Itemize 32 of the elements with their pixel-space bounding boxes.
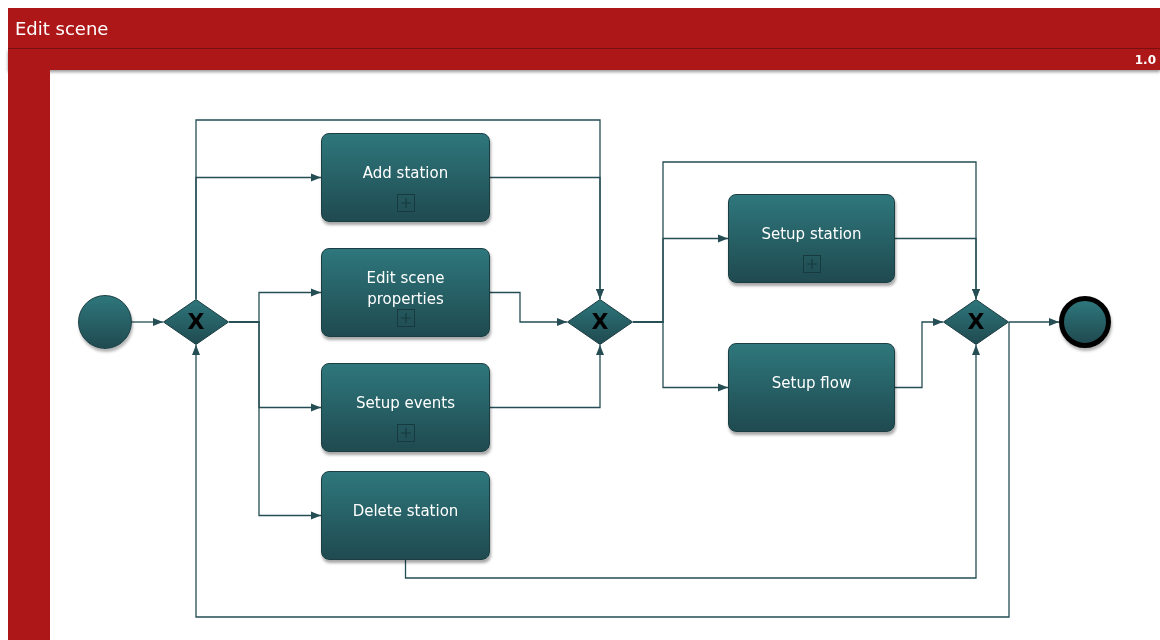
task-label: Setup flow <box>770 373 853 394</box>
task-label: Setup events <box>355 393 456 414</box>
task-box <box>728 194 895 283</box>
sequence-flow-arrow <box>489 344 605 409</box>
sequence-flow-arrow <box>131 317 164 327</box>
task-label: Add station <box>361 163 450 184</box>
task-box <box>321 133 490 222</box>
version-label: 1.0 <box>1134 52 1156 67</box>
diagram-title: Edit scene <box>15 17 109 39</box>
task-label: Setup station <box>760 224 863 245</box>
start-event-circle <box>78 295 132 349</box>
sequence-flow-arrow <box>489 176 605 300</box>
gateway-marker: X <box>187 311 205 333</box>
sequence-flow-arrow <box>191 321 1010 618</box>
gateway-diamond <box>943 299 1009 345</box>
task-box <box>321 363 490 452</box>
task-label: Delete station <box>351 501 460 522</box>
gateway-marker: X <box>591 311 609 333</box>
sequence-flow-arrow <box>489 291 568 327</box>
gateway-marker: X <box>967 311 985 333</box>
sequence-flow-arrow <box>894 237 981 300</box>
gateway-diamond <box>163 299 229 345</box>
task-box <box>321 248 490 337</box>
sequence-flow-arrow <box>404 344 981 579</box>
sequence-flow-arrow <box>228 321 322 520</box>
end-event-circle <box>1059 296 1111 348</box>
task-box <box>321 471 490 560</box>
sequence-flow-arrow <box>894 317 944 389</box>
gateway-diamond <box>567 299 633 345</box>
sequence-flow-arrow <box>1008 317 1060 327</box>
task-label: Edit scene properties <box>365 268 446 309</box>
task-box <box>728 343 895 432</box>
